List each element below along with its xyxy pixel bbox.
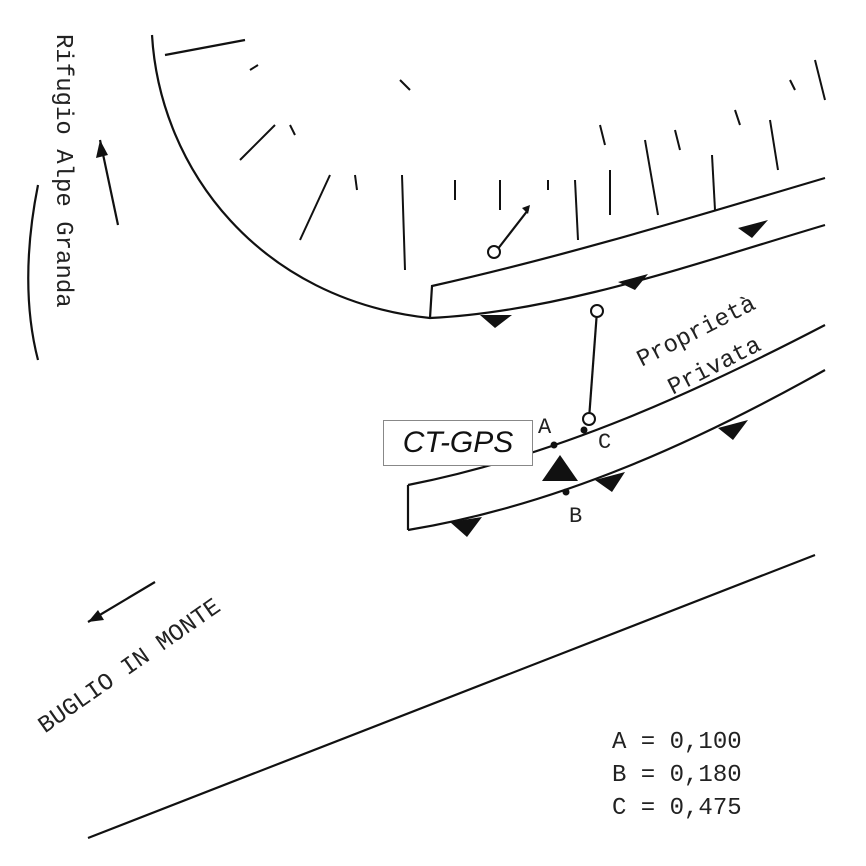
label-a: A	[538, 415, 552, 440]
valley-line	[87, 553, 816, 840]
lower-road-upper-edge	[407, 324, 826, 487]
inner-arc-top	[164, 38, 246, 57]
gps-station-box: CT-GPS	[383, 420, 533, 466]
legend-item-a: A = 0,100	[612, 729, 742, 756]
label-b: B	[569, 504, 582, 529]
small-station	[487, 245, 501, 259]
refuge-label: Rifugio Alpe Granda	[49, 34, 76, 308]
point-b-marker	[562, 488, 570, 496]
cable-bottom-station	[582, 412, 596, 426]
small-arrow-line	[496, 209, 529, 251]
left-curve	[27, 184, 40, 361]
lower-road-lower-edge	[407, 369, 826, 532]
legend-item-b: B = 0,180	[612, 762, 742, 789]
gps-station-triangle	[542, 455, 578, 481]
point-c-marker	[580, 426, 588, 434]
thrust-triangles	[88, 140, 768, 622]
cable-top-station	[590, 304, 604, 318]
legend-item-c: C = 0,475	[612, 795, 742, 822]
upper-road-edge	[428, 176, 826, 319]
outer-slope-arc	[150, 34, 826, 320]
cable-line	[587, 310, 599, 420]
legend: A = 0,100 B = 0,180 C = 0,475	[612, 726, 742, 825]
label-c: C	[598, 430, 611, 455]
point-a-marker	[550, 441, 558, 449]
hachures	[239, 59, 826, 271]
